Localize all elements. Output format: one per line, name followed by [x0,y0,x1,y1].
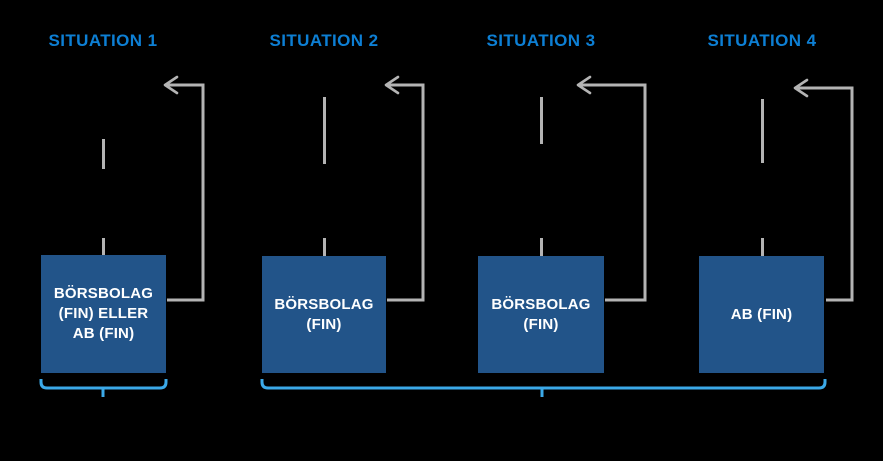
node-box-situation-2[interactable]: BÖRSBOLAG (FIN) [262,256,386,373]
node-label-line: AB (FIN) [72,324,135,342]
node-box-label-3: BÖRSBOLAG (FIN) [484,295,598,335]
node-box-label-1: BÖRSBOLAG (FIN) ELLER AB (FIN) [47,284,160,344]
situation-title-4: SITUATION 4 [707,31,817,50]
stem-lower-1 [102,238,105,256]
arrowhead-3 [576,75,592,95]
arrowhead-1 [163,75,179,95]
situation-title-2: SITUATION 2 [269,31,379,50]
node-box-label-2: BÖRSBOLAG (FIN) [268,295,380,335]
stem-lower-2 [323,238,326,256]
node-box-situation-4[interactable]: AB (FIN) [699,256,824,373]
stem-upper-4 [761,99,764,163]
node-box-situation-1[interactable]: BÖRSBOLAG (FIN) ELLER AB (FIN) [41,255,166,373]
bracket-situations-2-4 [260,379,827,390]
bracket-situation-1 [39,379,168,390]
feedback-arrow-2 [387,83,425,302]
stem-lower-4 [761,238,764,256]
node-label-line: BÖRSBOLAG [274,295,374,313]
situation-title-3: SITUATION 3 [486,31,596,50]
stem-lower-3 [540,238,543,256]
situation-title-1: SITUATION 1 [48,31,158,50]
node-label-line: (FIN) [523,315,559,333]
node-label-line: (FIN) ELLER [58,305,149,323]
node-label-line: AB (FIN) [730,305,793,323]
node-label-line: BÖRSBOLAG [491,295,591,313]
brackets-group [39,379,827,397]
arrowhead-2 [384,75,400,95]
arrowhead-4 [793,78,809,98]
stem-upper-3 [540,97,543,144]
node-box-situation-3[interactable]: BÖRSBOLAG (FIN) [478,256,604,373]
node-label-line: BÖRSBOLAG [53,285,154,303]
stem-upper-1 [102,139,105,169]
stem-upper-2 [323,97,326,164]
feedback-arrow-1 [167,83,205,302]
node-label-line: (FIN) [306,315,342,333]
node-box-label-4: AB (FIN) [705,305,818,325]
